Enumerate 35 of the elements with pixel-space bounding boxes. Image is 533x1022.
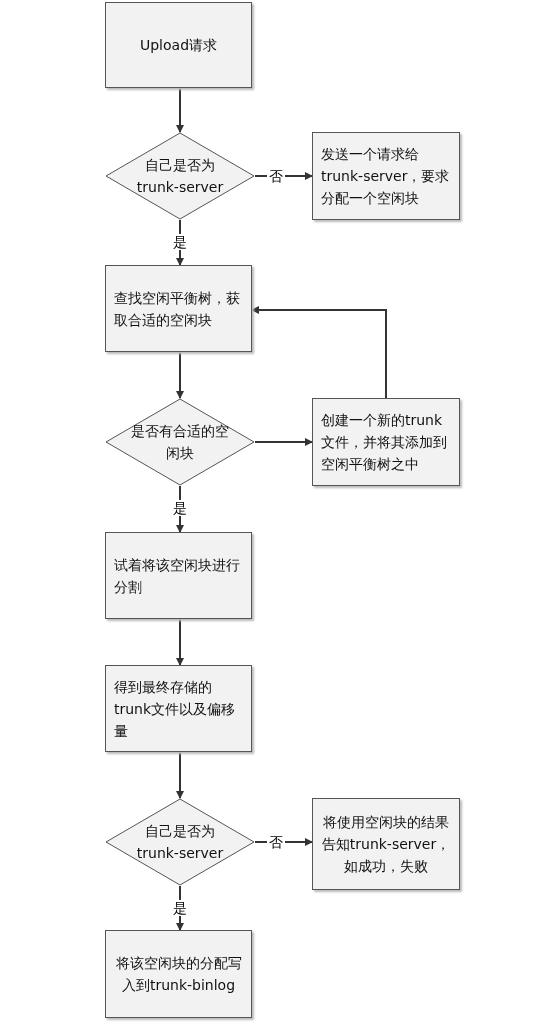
arrow xyxy=(176,351,184,399)
node-text: 将使用空闲块的结果告知trunk-server，如成功，失败 xyxy=(321,813,451,876)
process-box xyxy=(105,532,252,619)
arrow xyxy=(176,618,184,666)
decision-diamond xyxy=(105,132,255,220)
node-text: 得到最终存储的trunk文件以及偏移量 xyxy=(114,677,237,741)
node-text: 试着将该空闲块进行分割 xyxy=(114,555,241,597)
node-text: 发送一个请求给trunk-server，要求分配一个空闲块 xyxy=(321,145,451,208)
edge-label: 是 xyxy=(171,234,189,250)
arrow xyxy=(176,751,184,799)
node-text: 是否有合适的空闲块 xyxy=(131,422,229,463)
process-box xyxy=(105,665,252,752)
process-box xyxy=(105,2,252,88)
arrow xyxy=(254,838,313,846)
decision-diamond xyxy=(105,398,255,486)
process-box xyxy=(312,132,460,220)
edge-label: 否 xyxy=(266,168,285,184)
edge-label: 是 xyxy=(171,900,189,916)
edge-label: 否 xyxy=(266,834,285,850)
node-text: 自己是否为trunk-server xyxy=(135,822,225,863)
process-box xyxy=(312,398,460,486)
node-text: 查找空闲平衡树，获取合适的空闲块 xyxy=(114,288,241,330)
process-box xyxy=(312,798,460,890)
edge-label: 是 xyxy=(171,500,189,516)
arrow xyxy=(251,306,387,399)
node-text: 创建一个新的trunk文件，并将其添加到空闲平衡树之中 xyxy=(321,411,448,474)
node-text: 自己是否为trunk-server xyxy=(135,156,225,197)
node-text: 将该空闲块的分配写入到trunk-binlog xyxy=(114,954,243,995)
arrow xyxy=(254,172,313,180)
arrow xyxy=(176,87,184,133)
decision-diamond xyxy=(105,798,255,886)
arrow xyxy=(254,438,313,446)
process-box xyxy=(105,265,252,352)
node-text: Upload请求 xyxy=(139,36,218,55)
process-box xyxy=(105,930,252,1018)
